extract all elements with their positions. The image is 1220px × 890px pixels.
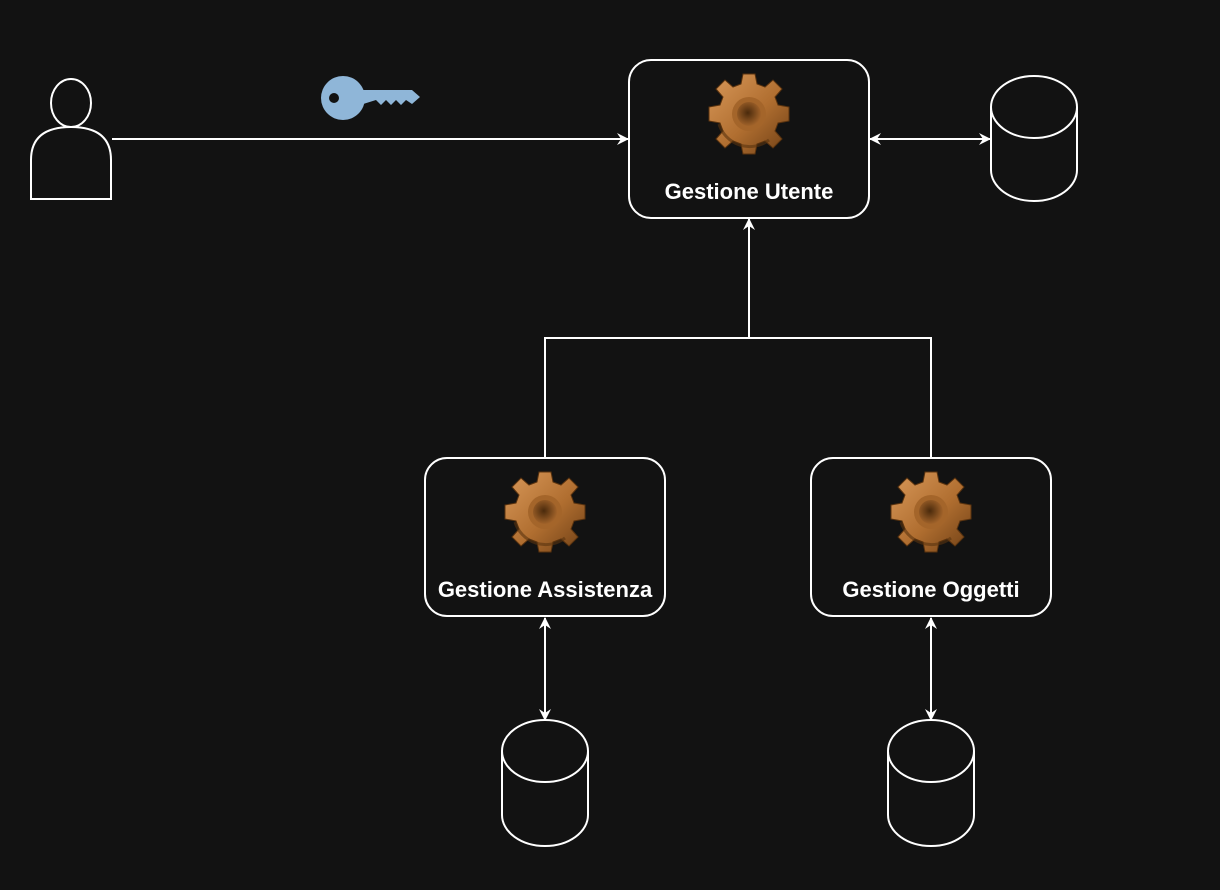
key-icon — [321, 76, 420, 120]
database-icon — [887, 719, 975, 847]
connections — [112, 133, 991, 721]
service-label: Gestione Utente — [665, 179, 834, 204]
database-icon — [501, 719, 589, 847]
gear-icon — [707, 72, 791, 156]
services-to-user-connector — [544, 219, 932, 457]
service-gestione-utente[interactable]: Gestione Utente — [628, 59, 870, 219]
gear-icon — [889, 470, 973, 554]
service-gestione-assistenza[interactable]: Gestione Assistenza — [424, 457, 666, 617]
service-label: Gestione Oggetti — [842, 577, 1019, 602]
gear-icon — [503, 470, 587, 554]
user-icon — [30, 78, 112, 200]
service-label: Gestione Assistenza — [438, 577, 653, 602]
service-gestione-oggetti[interactable]: Gestione Oggetti — [810, 457, 1052, 617]
database-icon — [990, 75, 1078, 202]
